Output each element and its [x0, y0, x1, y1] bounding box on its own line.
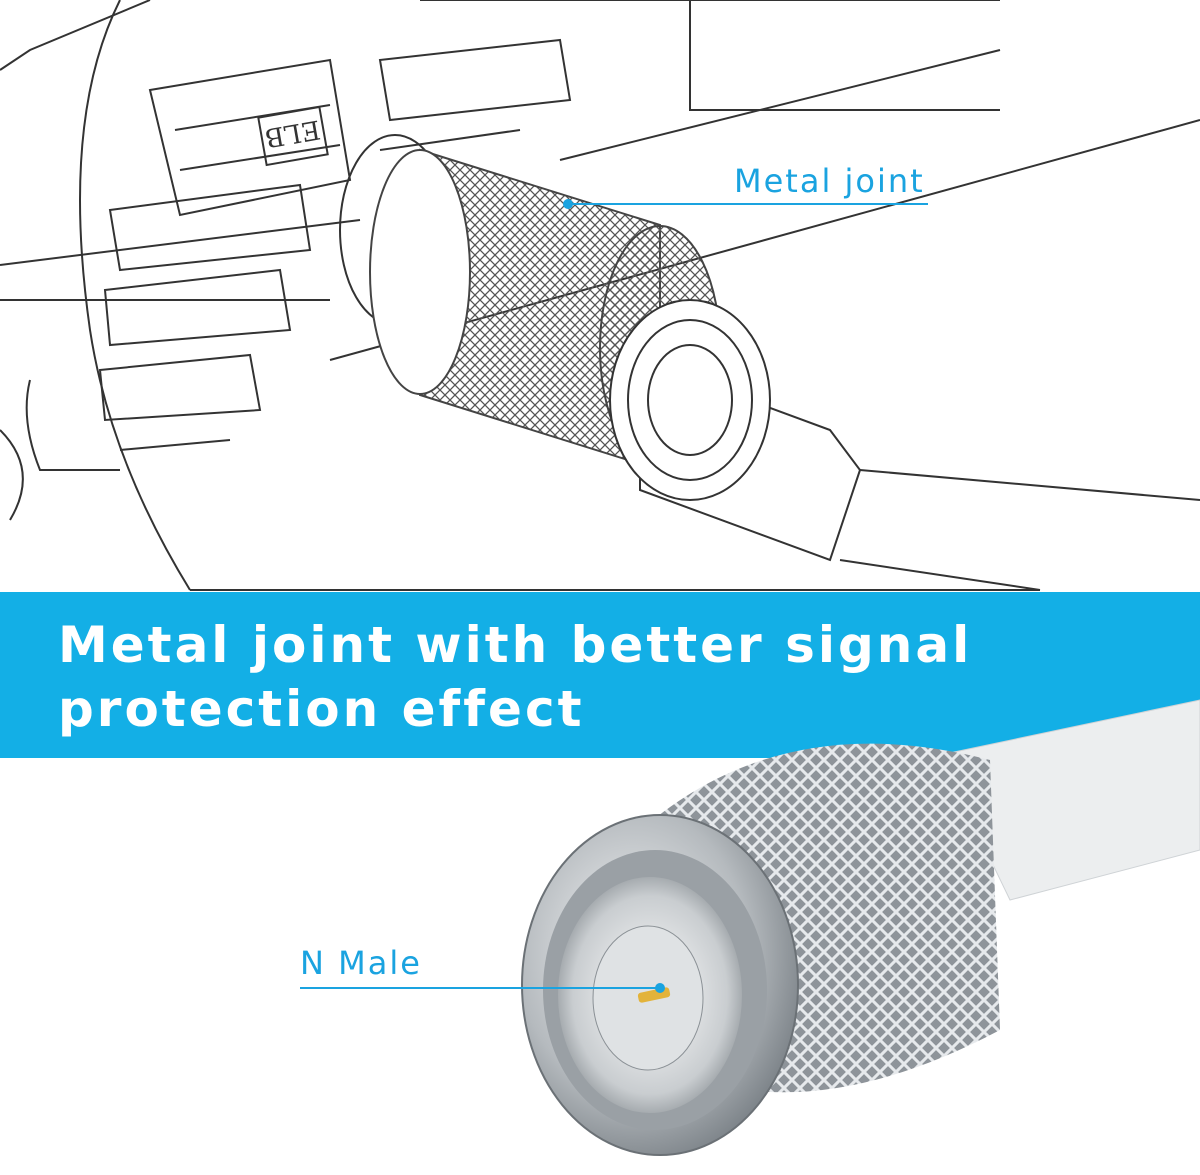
line-drawing-illustration: ELB	[0, 0, 1200, 591]
headline-line-1: Metal joint with better signal	[58, 616, 973, 674]
headline-line-2: protection effect	[58, 680, 585, 738]
metal-joint-label: Metal joint	[734, 162, 925, 200]
body-marking-text: ELB	[263, 113, 323, 152]
metal-joint-leader-line	[563, 199, 928, 209]
n-male-label: N Male	[300, 944, 422, 982]
